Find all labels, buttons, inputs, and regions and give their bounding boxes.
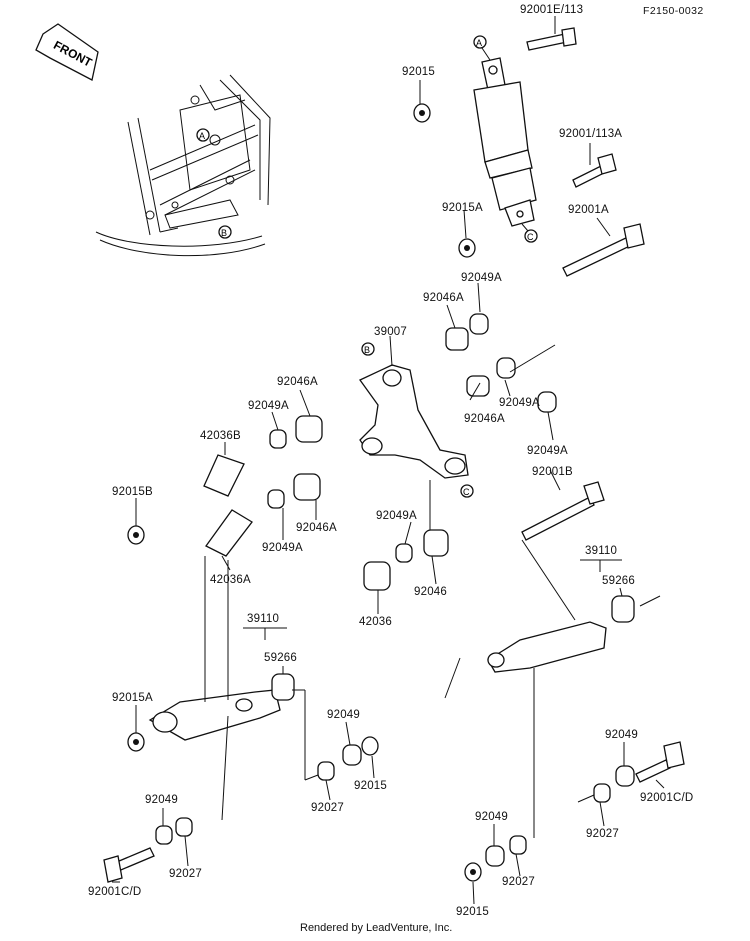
nut-92015A-top — [458, 238, 476, 258]
part-label-59266-left[interactable]: 59266 — [264, 652, 297, 664]
svg-text:B: B — [221, 228, 227, 238]
hardware-left-bottom — [103, 817, 193, 883]
part-label-92015-mid[interactable]: 92015 — [354, 780, 387, 792]
bolt-92001E-113 — [526, 27, 577, 51]
part-label-92027-left[interactable]: 92027 — [169, 868, 202, 880]
part-label-39110-right[interactable]: 39110 — [585, 545, 618, 557]
part-label-92049A-1[interactable]: 92049A — [461, 272, 502, 284]
part-label-92049-bottom[interactable]: 92049 — [475, 811, 508, 823]
part-label-92049-left[interactable]: 92049 — [145, 794, 178, 806]
diagram-code: F2150-0032 — [643, 5, 704, 17]
part-label-92049A-4[interactable]: 92049A — [248, 400, 289, 412]
part-label-92046A-2[interactable]: 92046A — [464, 413, 505, 425]
part-label-42036A[interactable]: 42036A — [210, 574, 251, 586]
hardware-bottom — [464, 835, 527, 882]
svg-text:C: C — [463, 487, 470, 497]
part-label-39007[interactable]: 39007 — [374, 326, 407, 338]
link-39007: B C — [359, 342, 474, 498]
bolt-92001A — [562, 223, 645, 277]
part-label-92001B[interactable]: 92001B — [532, 466, 573, 478]
bolt-92001-113A — [572, 153, 617, 188]
callout-b-frame: B — [218, 225, 232, 239]
part-label-92049A-5[interactable]: 92049A — [262, 542, 303, 554]
bolt-92001B — [521, 481, 605, 541]
part-label-92046A-4[interactable]: 92046A — [296, 522, 337, 534]
part-label-92015-top[interactable]: 92015 — [402, 66, 435, 78]
leader-lines — [112, 16, 665, 905]
part-label-92001CD-right[interactable]: 92001C/D — [640, 792, 694, 804]
part-label-42036[interactable]: 42036 — [359, 616, 392, 628]
part-label-92015B[interactable]: 92015B — [112, 486, 153, 498]
part-label-92049-mid[interactable]: 92049 — [327, 709, 360, 721]
part-label-92027-mid[interactable]: 92027 — [311, 802, 344, 814]
part-label-92049-right[interactable]: 92049 — [605, 729, 638, 741]
tie-rod-39110-right — [444, 539, 661, 838]
nut-92015-top — [413, 103, 431, 123]
nut-92015A-left — [127, 732, 145, 752]
shock-absorber: A C — [473, 35, 538, 243]
hardware-mid — [292, 689, 379, 781]
part-label-92027-bottom[interactable]: 92027 — [502, 876, 535, 888]
callout-a-frame: A — [196, 128, 210, 142]
part-label-92027-right[interactable]: 92027 — [586, 828, 619, 840]
frame-sketch — [95, 74, 271, 257]
part-label-92046[interactable]: 92046 — [414, 586, 447, 598]
part-label-42036B[interactable]: 42036B — [200, 430, 241, 442]
svg-text:B: B — [364, 345, 370, 355]
part-label-39110-left[interactable]: 39110 — [247, 613, 280, 625]
part-label-92015-bottom[interactable]: 92015 — [456, 906, 489, 918]
svg-text:C: C — [527, 232, 534, 242]
nut-92015B — [127, 525, 145, 545]
hardware-right — [577, 741, 685, 803]
part-label-92015A-top[interactable]: 92015A — [442, 202, 483, 214]
footer-credit: Rendered by LeadVenture, Inc. — [300, 922, 453, 934]
part-label-92049A-6[interactable]: 92049A — [376, 510, 417, 522]
part-label-92046A-3[interactable]: 92046A — [277, 376, 318, 388]
part-label-92001CD-left[interactable]: 92001C/D — [88, 886, 142, 898]
bearing-group-left — [203, 415, 323, 557]
bearing-group-center — [363, 480, 449, 591]
part-label-92015A-left[interactable]: 92015A — [112, 692, 153, 704]
part-label-92046A-1[interactable]: 92046A — [423, 292, 464, 304]
svg-text:A: A — [476, 38, 482, 48]
part-label-59266-right[interactable]: 59266 — [602, 575, 635, 587]
front-arrow-icon: FRONT — [35, 23, 99, 81]
part-label-92001E-113[interactable]: 92001E/113 — [520, 4, 584, 16]
svg-text:A: A — [199, 131, 205, 141]
part-label-92001A[interactable]: 92001A — [568, 204, 609, 216]
tie-rod-39110-left — [148, 556, 295, 821]
part-label-92001-113A[interactable]: 92001/113A — [559, 128, 623, 140]
part-label-92049A-3[interactable]: 92049A — [527, 445, 568, 457]
part-label-92049A-2[interactable]: 92049A — [499, 397, 540, 409]
